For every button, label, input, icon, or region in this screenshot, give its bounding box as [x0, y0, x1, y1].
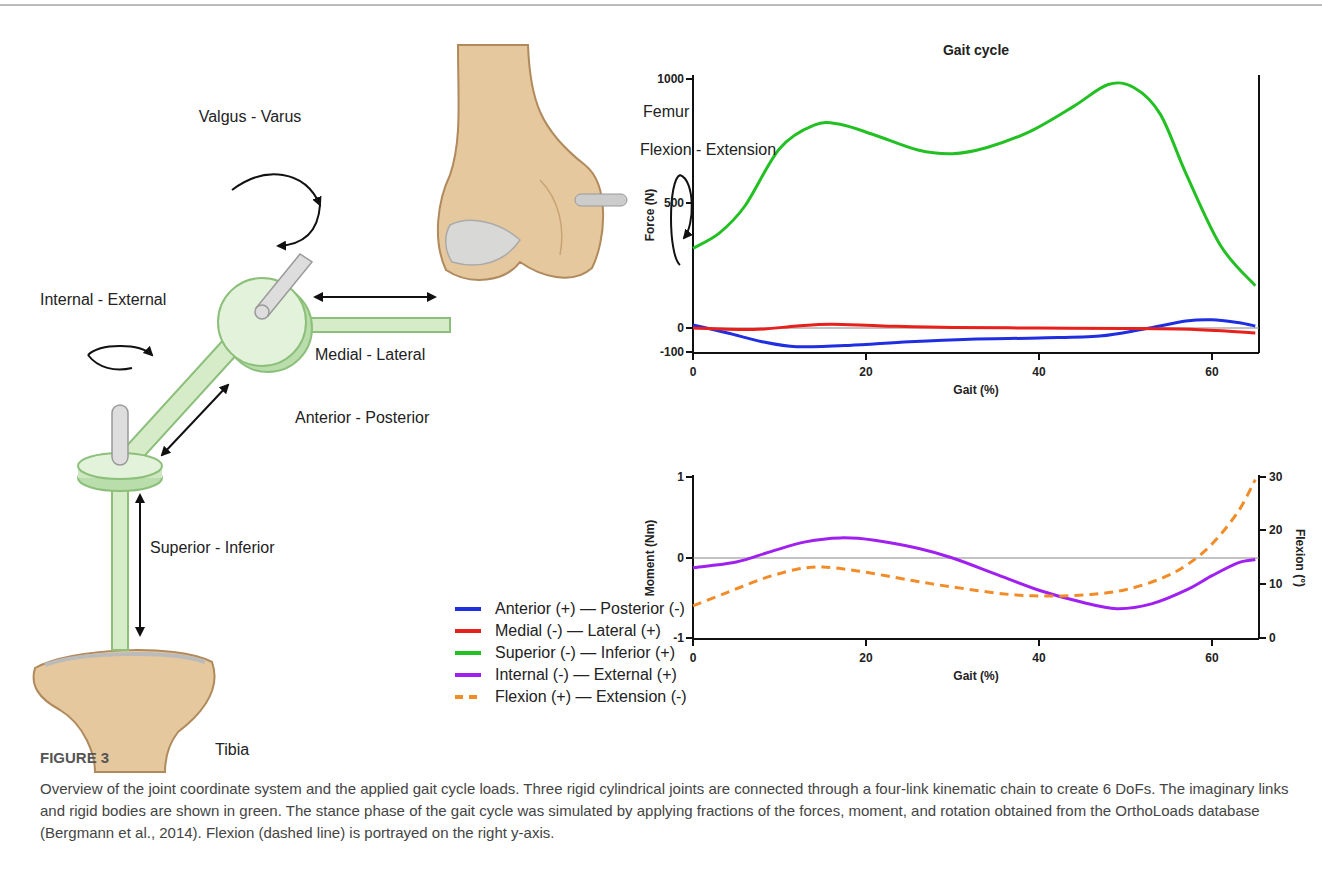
axis-label: 0 [1269, 631, 1276, 645]
axis-label: 60 [1205, 651, 1218, 665]
kinematic-chain [78, 278, 450, 650]
tibia-bone [34, 650, 215, 772]
legend-swatch [455, 648, 481, 658]
force-chart-axes [686, 75, 1259, 360]
part-label: Internal - External [40, 291, 166, 309]
lateral-force-curve [693, 324, 1255, 333]
flexion-curve [693, 480, 1255, 606]
axis-label: Moment (Nm) [643, 520, 657, 597]
axis-label: 40 [1032, 651, 1045, 665]
anterior-force-curve [693, 320, 1255, 347]
moment-chart-axes [686, 475, 1266, 646]
legend-entry: Anterior (+) — Posterior (-) [455, 600, 685, 618]
axis-label: 40 [1032, 365, 1045, 379]
legend-text: Internal (-) — External (+) [495, 666, 677, 684]
axis-label: Gait (%) [953, 383, 998, 397]
axis-label: 1 [677, 470, 684, 484]
figure-number: FIGURE 3 [40, 749, 109, 766]
part-label: Anterior - Posterior [295, 409, 429, 427]
top-rule [0, 4, 1322, 6]
axis-label: 10 [1269, 577, 1282, 591]
axis-label: 30 [1269, 470, 1282, 484]
part-label: Gait cycle [943, 42, 1009, 58]
joint-pins [112, 254, 312, 465]
axis-label: Gait (%) [953, 669, 998, 683]
part-label: Tibia [215, 741, 249, 759]
legend-entry: Flexion (+) — Extension (-) [455, 688, 687, 706]
part-label: Superior - Inferior [150, 539, 275, 557]
figure-caption: Overview of the joint coordinate system … [40, 778, 1290, 844]
legend-swatch [455, 670, 481, 680]
part-label: Flexion - Extension [640, 141, 776, 159]
axis-label: -1 [673, 631, 684, 645]
legend-swatch [455, 626, 481, 636]
legend-entry: Superior (-) — Inferior (+) [455, 644, 675, 662]
axis-label: 20 [859, 651, 872, 665]
axis-label: 0 [690, 365, 697, 379]
axis-label: 1000 [657, 72, 684, 86]
axis-label: 0 [677, 321, 684, 335]
legend-swatch [455, 604, 481, 614]
part-label: Medial - Lateral [315, 346, 425, 364]
flexion-axis [575, 175, 692, 265]
legend-text: Anterior (+) — Posterior (-) [495, 600, 685, 618]
axis-label: Flexion (°) [1293, 529, 1307, 587]
part-label: Femur [643, 103, 689, 121]
axis-label: 20 [1269, 523, 1282, 537]
legend-entry: Internal (-) — External (+) [455, 666, 677, 684]
motion-arrows [88, 174, 435, 635]
femur-bone [438, 45, 603, 280]
inferior-force-curve [693, 83, 1255, 286]
axis-label: 60 [1205, 365, 1218, 379]
axis-label: -100 [660, 345, 684, 359]
legend-text: Medial (-) — Lateral (+) [495, 622, 661, 640]
axis-label: Force (N) [643, 189, 657, 242]
axis-label: 0 [677, 551, 684, 565]
part-label: Valgus - Varus [199, 108, 302, 126]
axis-label: 20 [859, 365, 872, 379]
legend-text: Flexion (+) — Extension (-) [495, 688, 687, 706]
legend-swatch [455, 692, 481, 702]
axis-label: 500 [664, 196, 684, 210]
legend-entry: Medial (-) — Lateral (+) [455, 622, 661, 640]
legend-text: Superior (-) — Inferior (+) [495, 644, 675, 662]
axis-label: 0 [690, 651, 697, 665]
